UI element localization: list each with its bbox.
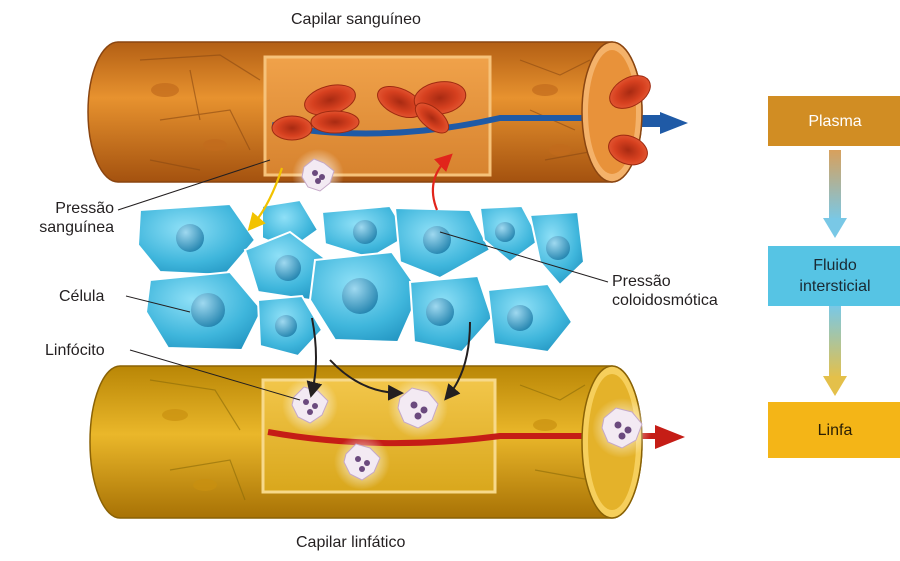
flow-box-interstitial: Fluido intersticial <box>768 246 900 306</box>
flow-box-plasma: Plasma <box>768 96 900 146</box>
label-colloid-pressure: Pressão coloidosmótica <box>612 272 718 310</box>
label-cell: Célula <box>59 287 104 306</box>
flow-box-interstitial-line1: Fluido <box>799 255 870 276</box>
flow-box-plasma-label: Plasma <box>808 111 861 132</box>
label-blood-capillary: Capilar sanguíneo <box>291 10 421 29</box>
interstitial-cells <box>138 200 584 356</box>
label-blood-pressure-line1: Pressão <box>28 199 114 218</box>
label-lymph-capillary: Capilar linfático <box>296 533 405 552</box>
label-blood-pressure-line2: sanguínea <box>28 218 114 237</box>
label-blood-pressure: Pressão sanguínea <box>28 199 114 237</box>
blood-capillary-tube <box>88 42 688 182</box>
label-lymphocyte: Linfócito <box>45 341 105 360</box>
flow-box-interstitial-line2: intersticial <box>799 276 870 297</box>
flow-box-lymph-label: Linfa <box>818 420 853 441</box>
label-colloid-pressure-line2: coloidosmótica <box>612 291 718 310</box>
label-colloid-pressure-line1: Pressão <box>612 272 718 291</box>
flow-box-lymph: Linfa <box>768 402 900 458</box>
